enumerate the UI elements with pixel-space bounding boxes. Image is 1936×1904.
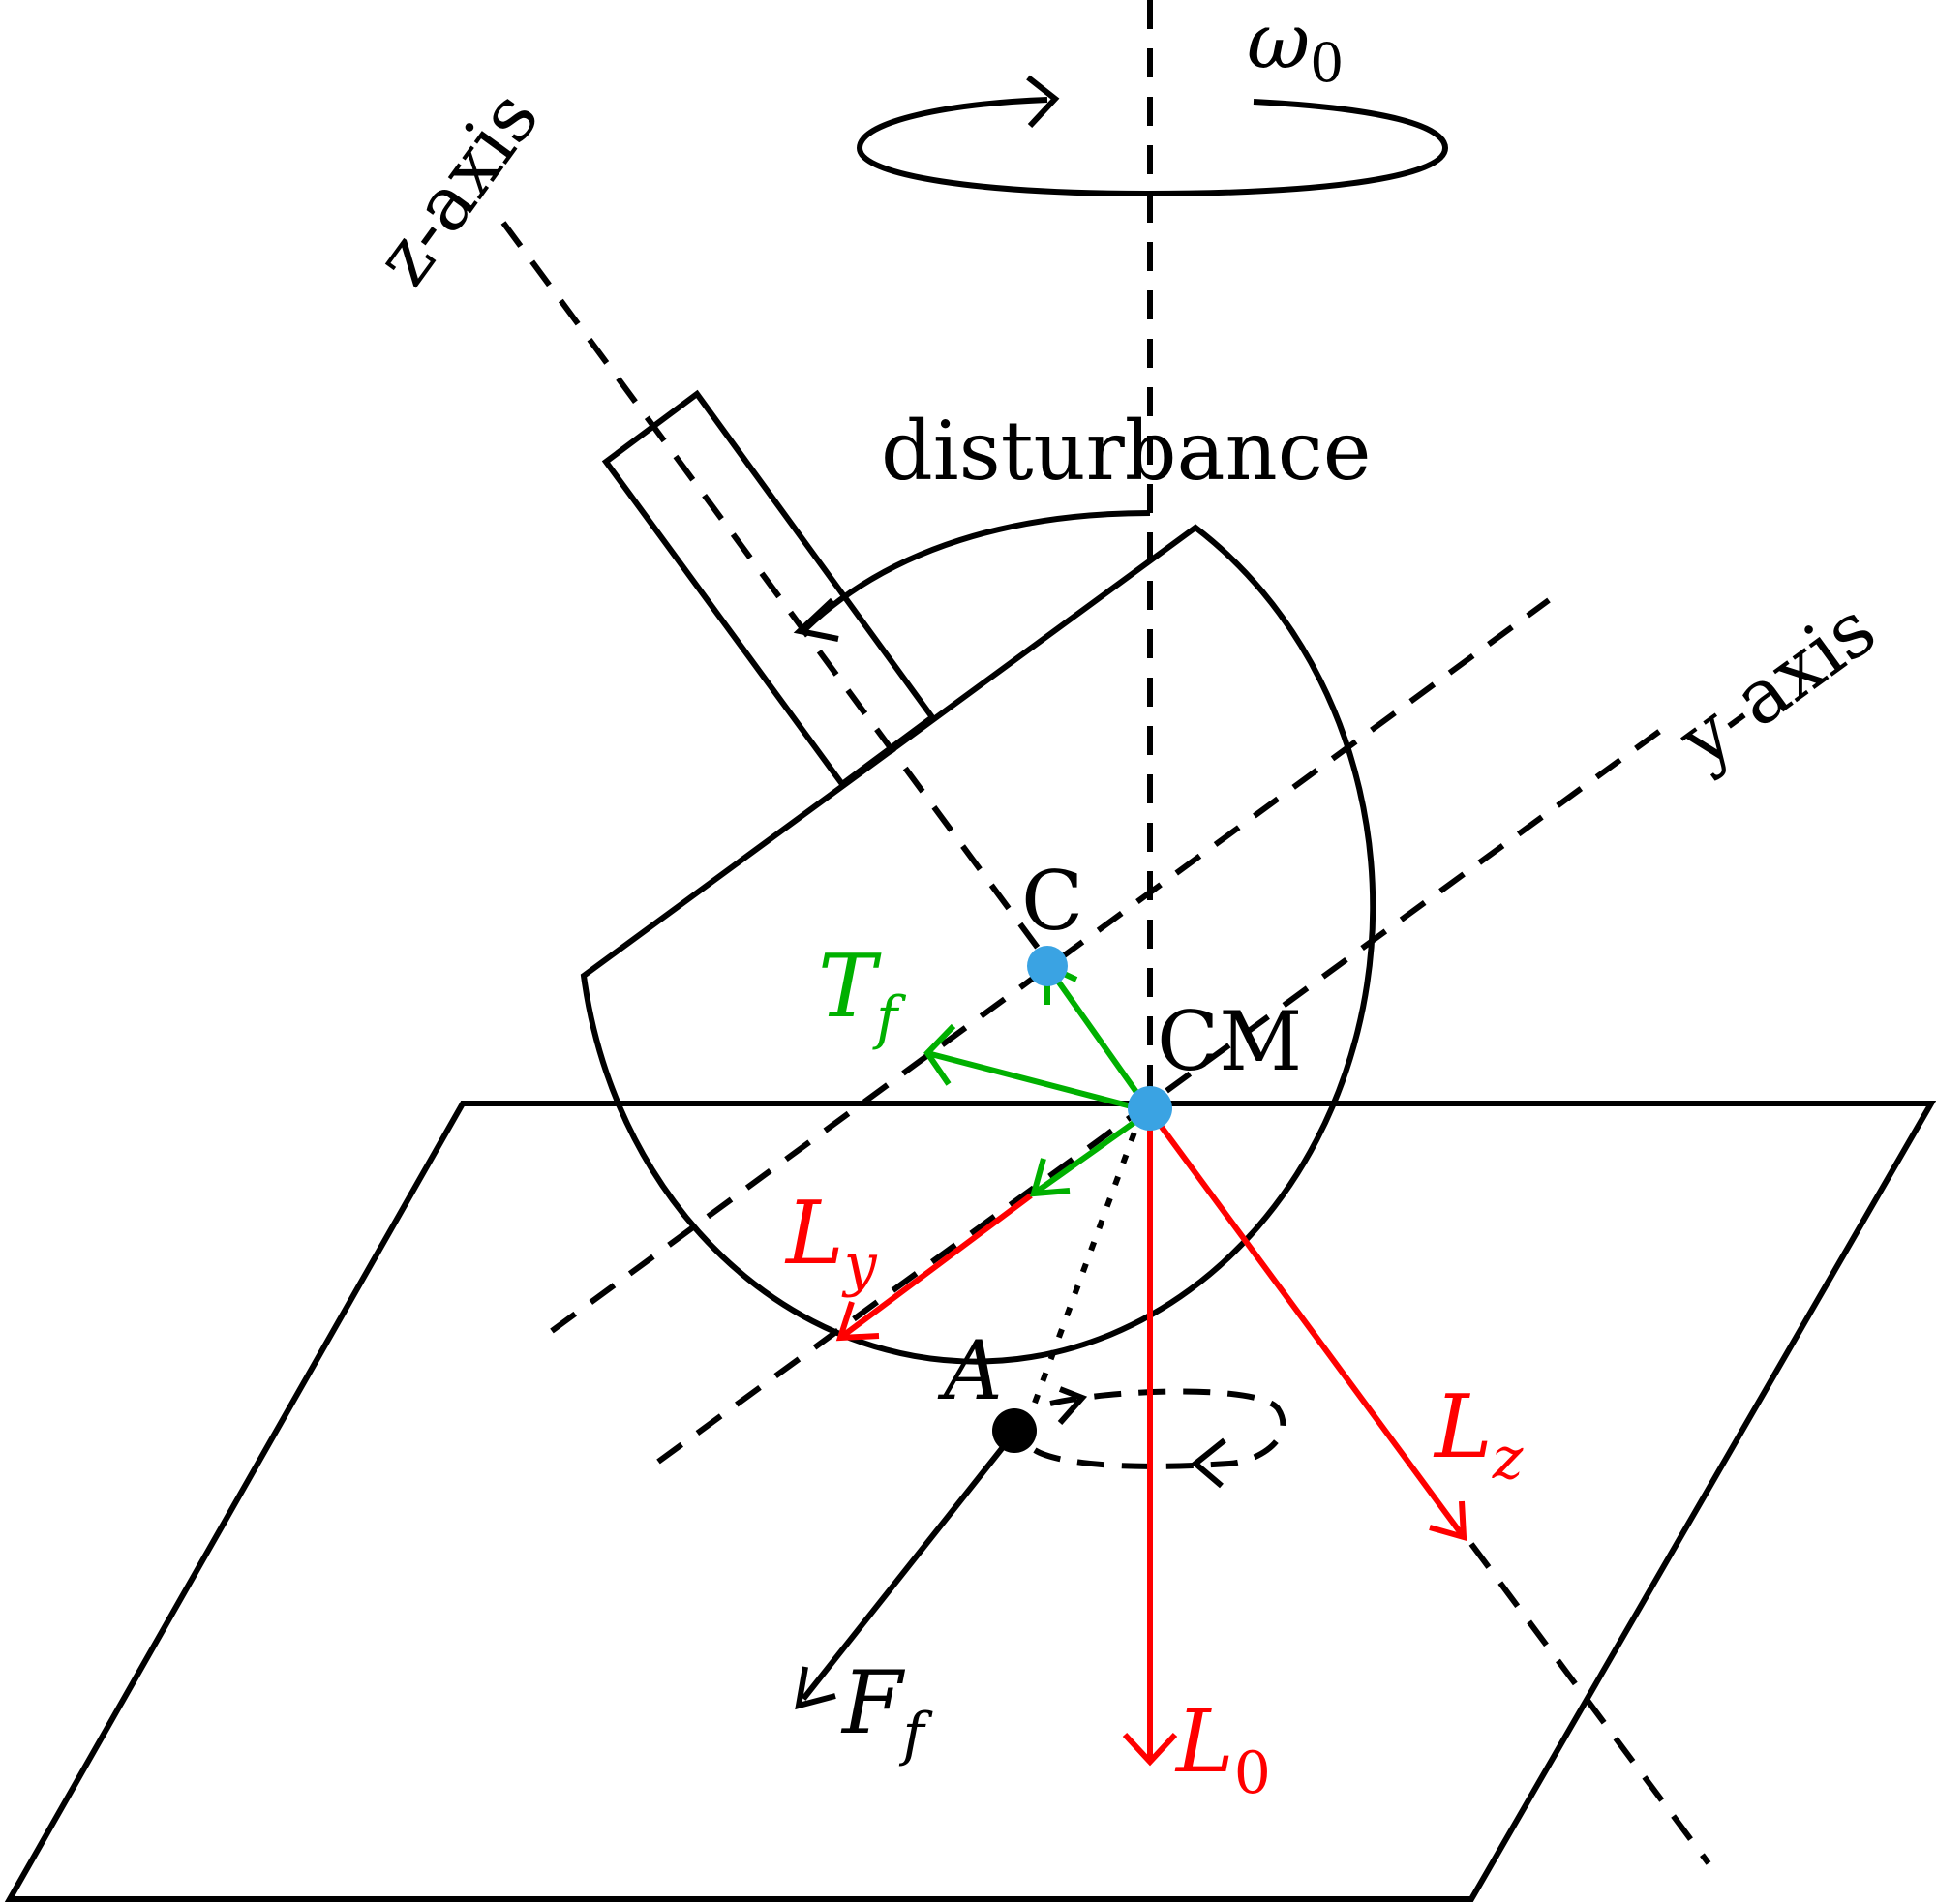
precession-arrow-lower <box>1191 1437 1226 1489</box>
z-axis-label: z-axis <box>359 76 557 301</box>
point-c <box>1027 946 1068 986</box>
ff-arrowhead <box>795 1666 836 1710</box>
cm-to-a-dotted-line <box>1028 1109 1145 1415</box>
top-stem <box>601 389 937 789</box>
lz-label: Lz <box>1433 1376 1524 1493</box>
ff-arrow-line <box>801 1431 1017 1701</box>
precession-arrow-upper <box>1057 1386 1088 1425</box>
disturbance-arc <box>802 510 1151 632</box>
omega-arrowhead <box>1026 75 1060 129</box>
tf-label: Tf <box>818 936 907 1052</box>
lz-arrow <box>1147 1109 1467 1542</box>
x-axis-line <box>550 597 1551 1334</box>
l0-arrow <box>1122 1111 1178 1767</box>
a-label: A <box>937 1323 1003 1418</box>
ground-plane <box>4 1101 1936 1902</box>
disturbance-arrowhead <box>793 597 839 642</box>
top-body <box>580 524 1376 1365</box>
point-cm <box>1128 1086 1172 1131</box>
z-axis-line <box>500 221 1048 960</box>
y-axis-label: y-axis <box>1662 586 1891 785</box>
disturbance-label: disturbance <box>881 404 1371 499</box>
tf-arrow <box>923 1023 1151 1114</box>
y-axis-line <box>656 728 1662 1465</box>
green-y-arrow <box>1029 1108 1152 1197</box>
l0-label: L0 <box>1174 1691 1271 1807</box>
precession-loop <box>1028 1388 1286 1469</box>
c-label: C <box>1021 854 1083 949</box>
omega-label: ω0 <box>1247 0 1344 94</box>
omega-rotation-ellipse <box>856 97 1449 197</box>
ff-label: Ff <box>840 1652 933 1768</box>
ly-label: Ly <box>784 1183 878 1299</box>
point-a <box>992 1408 1037 1453</box>
cm-label: CM <box>1157 994 1302 1089</box>
ly-arrow <box>835 1193 1033 1342</box>
lz-extension-line <box>1468 1542 1711 1865</box>
